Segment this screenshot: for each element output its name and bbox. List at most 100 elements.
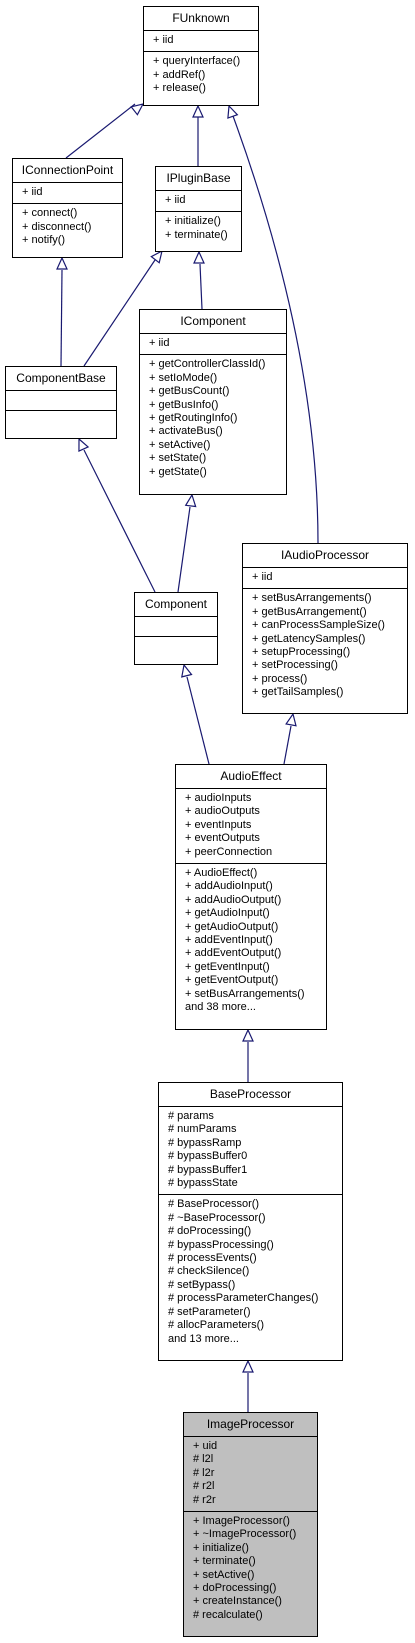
- methods-section: + connect()+ disconnect()+ notify(): [13, 204, 122, 251]
- method-item: # doProcessing(): [168, 1225, 252, 1238]
- class-box-component[interactable]: Component: [134, 592, 218, 665]
- method-item: + getBusInfo(): [149, 398, 219, 411]
- methods-section: + ImageProcessor()+ ~ImageProcessor()+ i…: [184, 1512, 317, 1626]
- inheritance-arrowhead: [242, 1028, 254, 1042]
- attribute-item: # l2l: [193, 1453, 214, 1466]
- attribute-item: # bypassRamp: [168, 1136, 242, 1149]
- method-item: + addRef(): [153, 68, 206, 81]
- method-item: + initialize(): [193, 1541, 249, 1554]
- attribute-item: + iid: [22, 186, 43, 198]
- edge-icomponent-to-ipluginbase: [199, 263, 203, 310]
- methods-section: + initialize()+ terminate(): [156, 212, 241, 246]
- attributes-section: + audioInputs+ audioOutputs+ eventInputs…: [176, 789, 326, 865]
- class-name: Component: [135, 593, 217, 617]
- method-item: # setBypass(): [168, 1278, 236, 1291]
- attribute-item: + eventOutputs: [185, 832, 260, 845]
- inheritance-arrowhead: [184, 493, 197, 508]
- method-item: + setBusArrangements(): [185, 987, 305, 1000]
- attributes-section: + iid: [144, 31, 258, 53]
- method-item: # checkSilence(): [168, 1265, 250, 1278]
- attributes-section: [135, 617, 217, 637]
- inheritance-arrowhead: [242, 1359, 254, 1373]
- method-item: + getLatencySamples(): [252, 632, 366, 645]
- attribute-item: + audioOutputs: [185, 805, 260, 818]
- method-item: and 38 more...: [185, 1001, 256, 1014]
- edge-audioeffect-to-component: [186, 676, 210, 765]
- class-box-componentbase[interactable]: ComponentBase: [5, 366, 117, 439]
- class-box-ipluginbase[interactable]: IPluginBase+ iid+ initialize()+ terminat…: [155, 166, 242, 252]
- method-item: # processParameterChanges(): [168, 1292, 319, 1305]
- methods-section: + setBusArrangements()+ getBusArrangemen…: [243, 589, 407, 703]
- method-item: # bypassProcessing(): [168, 1238, 274, 1251]
- method-item: and 13 more...: [168, 1332, 239, 1345]
- attributes-section: + iid: [13, 183, 122, 205]
- methods-section: [6, 411, 116, 430]
- inheritance-arrowhead: [227, 104, 239, 119]
- method-item: + getControllerClassId(): [149, 358, 266, 371]
- method-item: # ~BaseProcessor(): [168, 1211, 266, 1224]
- method-item: + doProcessing(): [193, 1582, 277, 1595]
- method-item: + setState(): [149, 452, 207, 465]
- method-item: + getTailSamples(): [252, 686, 344, 699]
- class-box-funknown[interactable]: FUnknown+ iid+ queryInterface()+ addRef(…: [143, 6, 259, 106]
- attribute-item: # bypassBuffer1: [168, 1163, 248, 1176]
- method-item: + AudioEffect(): [185, 867, 258, 880]
- methods-section: + queryInterface()+ addRef()+ release(): [144, 52, 258, 99]
- method-item: + getAudioOutput(): [185, 920, 279, 933]
- attributes-section: + iid: [243, 568, 407, 590]
- methods-section: [135, 637, 217, 656]
- class-name: IComponent: [140, 310, 286, 334]
- attributes-section: + iid: [140, 334, 286, 356]
- method-item: + addAudioInput(): [185, 880, 273, 893]
- inheritance-arrowhead: [181, 663, 193, 678]
- edge-iconnectionpoint-to-funknown: [65, 103, 136, 159]
- inheritance-arrowhead: [130, 103, 145, 116]
- attribute-item: + iid: [153, 34, 174, 46]
- inheritance-arrowhead: [150, 249, 163, 264]
- attribute-item: # l2r: [193, 1466, 215, 1479]
- class-box-imageprocessor[interactable]: ImageProcessor+ uid# l2l# l2r# r2l# r2r+…: [183, 1412, 318, 1637]
- method-item: # allocParameters(): [168, 1319, 264, 1332]
- method-item: + addEventInput(): [185, 934, 273, 947]
- attribute-item: # bypassBuffer0: [168, 1150, 248, 1163]
- attribute-item: # r2l: [193, 1480, 215, 1493]
- method-item: + setBusArrangements(): [252, 592, 372, 605]
- method-item: + getState(): [149, 465, 207, 478]
- method-item: + connect(): [22, 207, 78, 220]
- class-box-audioeffect[interactable]: AudioEffect+ audioInputs+ audioOutputs+ …: [175, 764, 327, 1030]
- method-item: # setParameter(): [168, 1305, 251, 1318]
- method-item: + getBusArrangement(): [252, 605, 367, 618]
- inheritance-arrowhead: [193, 250, 205, 264]
- inheritance-arrowhead: [192, 104, 204, 118]
- method-item: # recalculate(): [193, 1608, 263, 1621]
- method-item: + addEventOutput(): [185, 947, 282, 960]
- method-item: + setActive(): [149, 438, 211, 451]
- class-box-baseprocessor[interactable]: BaseProcessor# params# numParams# bypass…: [158, 1082, 343, 1361]
- attribute-item: # params: [168, 1110, 214, 1122]
- edge-componentbase-to-iconnectionpoint: [60, 269, 63, 367]
- class-name: BaseProcessor: [159, 1083, 342, 1107]
- edge-component-to-componentbase: [83, 449, 156, 593]
- edge-iaudioprocessor-to-funknown: [232, 115, 319, 544]
- method-item: + getAudioInput(): [185, 907, 270, 920]
- method-item: + getBusCount(): [149, 385, 230, 398]
- attribute-item: # bypassState: [168, 1177, 238, 1190]
- method-item: + disconnect(): [22, 220, 92, 233]
- class-box-icomponent[interactable]: IComponent + iid + getControllerClassId() +…: [139, 309, 287, 495]
- class-box-iaudioprocessor[interactable]: IAudioProcessor+ iid+ setBusArrangements…: [242, 543, 408, 714]
- method-item: + terminate(): [165, 228, 228, 241]
- method-item: + activateBus(): [149, 425, 223, 438]
- attributes-section: # params# numParams# bypassRamp# bypassB…: [159, 1107, 342, 1196]
- class-box-iconnectionpoint[interactable]: IConnectionPoint+ iid+ connect()+ discon…: [12, 158, 123, 258]
- attribute-item: + iid: [165, 194, 186, 206]
- method-item: + notify(): [22, 234, 66, 247]
- method-item: + release(): [153, 82, 206, 95]
- method-item: + getRoutingInfo(): [149, 412, 238, 425]
- method-item: # BaseProcessor(): [168, 1198, 260, 1211]
- edge-componentbase-to-ipluginbase: [83, 259, 156, 367]
- method-item: + initialize(): [165, 215, 221, 228]
- class-name: IAudioProcessor: [243, 544, 407, 568]
- attribute-item: + iid: [149, 337, 170, 349]
- attributes-section: [6, 391, 116, 411]
